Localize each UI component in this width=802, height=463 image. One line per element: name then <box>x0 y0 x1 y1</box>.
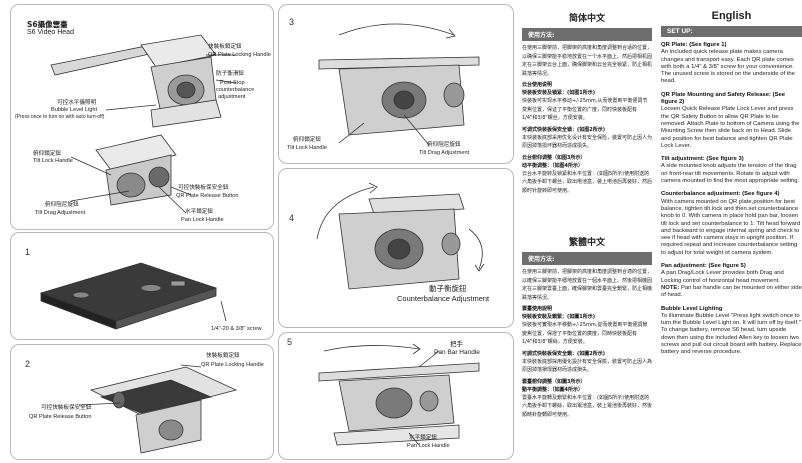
panel-5-pan: 5 把手 Pan Bar Handle 水平鎖定鈕 Pan Lock Handl… <box>278 332 514 460</box>
simplified-banner: 使用方法: <box>522 28 652 41</box>
traditional-title: 繁體中文 <box>568 238 605 248</box>
label-post-stop-en3: adjustment <box>218 94 246 100</box>
label-p2-qr-release-cn: 可控快裝板保安全鈕 <box>41 405 92 411</box>
english-tilt-text: A side mounted knob adjusts the tension … <box>661 163 800 185</box>
column-english: English SET UP: QR Plate: (See figure 1)… <box>661 0 802 463</box>
counterbalance-illustration <box>316 182 485 290</box>
english-tilt-heading: Tilt adjustment: (See figure 3) <box>661 156 744 163</box>
panel-4-counterbalance: 4 動子衡旋鈕 Counterbalance Adjustment <box>278 168 514 328</box>
panel-main-title-cn: S6攝像雲臺 <box>27 20 68 29</box>
label-p5-bar-en: Pan Bar Handle <box>434 349 480 356</box>
english-mount-text: Loosen Quick Release Plate Lock Lever an… <box>661 106 800 149</box>
tilt-illustration <box>318 23 480 146</box>
english-note: NOTE: Pan bar handle can be mounted on e… <box>661 285 802 300</box>
traditional-s4-heading: 動平衡調整：（如圖4所示） <box>522 386 583 393</box>
english-note-text: Pan bar handle can be mounted on either … <box>661 284 802 299</box>
panel-3-tilt: 3 俯仰鎖定鈕 Tilt Lock Handle 俯仰阻尼旋鈕 Tilt Dra… <box>278 4 514 164</box>
label-tilt-drag-cn: 俯仰阻尼旋鈕 <box>45 202 79 208</box>
english-counterbalance-text: With camera mounted on QR plate,position… <box>661 198 801 256</box>
english-pan-heading: Pan adjustment: (See figure 5) <box>661 263 746 270</box>
simplified-s1-text: 快装板可实现水平移动+/-25mm,从而使置到平衡便调节变焦位置，保证了平衡位置… <box>522 98 648 121</box>
english-mount-heading: QR Plate Mounting and Safety Release: (S… <box>661 91 786 106</box>
english-note-label: NOTE: <box>661 284 680 291</box>
label-p3-tilt-drag-cn: 俯仰阻尼旋鈕 <box>427 142 461 148</box>
english-pan-text: A pan Drag/Lock Lever provides both Drag… <box>661 270 784 284</box>
label-qr-release-cn: 可控快裝板保安全鈕 <box>178 185 229 191</box>
traditional-s1-heading: 快裝板安裝及鎖緊：(如圖1所示) <box>522 314 596 320</box>
panel-1-number: 1 <box>25 247 31 257</box>
label-p2-qr-lock-cn: 快裝板鎖定鈕 <box>206 353 240 359</box>
label-qr-lock-cn: 快裝板鎖定鈕 <box>208 44 242 50</box>
simplified-title: 简体中文 <box>568 14 605 24</box>
label-p2-qr-release-en: QR Plate Release Button <box>29 414 92 420</box>
label-tilt-lock-en: Tilt Lock Handle <box>33 158 73 164</box>
traditional-section-head: 雲臺使用說明 <box>522 306 553 312</box>
label-post-stop-en1: Post-Stop <box>220 80 245 86</box>
qr-release-illustration <box>78 364 238 454</box>
simplified-s4-text: 云台水平旋转及锁紧和水平位置：(如图5所示)使用附送的六角扳手卸下螺丝，取出电池… <box>522 170 652 194</box>
label-qr-lock-en: QR Plate Locking Handle <box>208 52 271 58</box>
panel-4-number: 4 <box>289 213 295 223</box>
simplified-s2-heading: 可调式快装板保安全锁：(如图2所示) <box>522 126 606 133</box>
qr-plate-illustration <box>39 262 227 330</box>
label-bubble-cn: 可控水平儀照明 <box>57 100 97 106</box>
traditional-intro: 在使用三腳架前，把腳架的高度和角度調整到合適的位置，以確保三腳架能平穩地放置在一… <box>522 269 652 301</box>
traditional-s4-text: 雲臺水平旋轉及鎖緊和水平位置：(如圖5所示)使用附送的六角扳手卸下螺絲，取出電池… <box>522 394 652 418</box>
simplified-s1-heading: 快装板安装及锁紧：(如图1所示) <box>522 90 596 96</box>
label-p4-cw-en: Counterbalance Adjustment <box>397 294 490 303</box>
label-p4-cw-cn: 動子衡旋鈕 <box>429 284 467 293</box>
english-bubble-text: To illuminate Bubble Level "Press light … <box>661 312 802 356</box>
column-traditional-chinese: 繁體中文 使用方法: 在使用三腳架前，把腳架的高度和角度調整到合適的位置，以確保… <box>522 231 652 463</box>
simplified-s3-heading: 云台俯仰调整（如图3所示） <box>522 154 586 161</box>
panel-3-number: 3 <box>289 17 295 27</box>
english-banner: SET UP: <box>661 26 802 37</box>
label-p3-tilt-lock-cn: 俯仰鎖定鈕 <box>293 137 321 143</box>
simplified-s2-text: 本快装板底部采用优化设计有安全保险，装置可防止因人为原因掉落损坏器材而造成损失。 <box>522 134 652 150</box>
label-p5-pan-lock-en: Pan Lock Handle <box>407 443 450 449</box>
english-title: English <box>711 10 752 22</box>
label-p3-tilt-drag-en: Tilt Drag Adjustment <box>419 150 470 156</box>
simplified-section-head: 云台使用说明 <box>522 82 553 88</box>
label-screw-size: 1/4"-20 & 3/8" screw <box>211 326 262 332</box>
label-qr-release-en: QR Plate Release Button <box>176 193 239 199</box>
panel-2-qr-release: 2 快裝板鎖定鈕 QR Plate Locking Handle 可控快裝板保安… <box>10 344 274 460</box>
label-tilt-lock-cn: 俯仰鎖定鈕 <box>33 151 61 157</box>
label-p3-tilt-lock-en: Tilt Lock Handle <box>287 145 327 151</box>
label-p2-qr-lock-en: QR Plate Locking Handle <box>201 362 264 368</box>
pan-illustration <box>318 343 480 446</box>
label-post-stop-en2: counterbalance <box>216 87 255 93</box>
english-counterbalance-heading: Counterbalance adjustment: (See figure 4… <box>661 191 780 198</box>
traditional-s1-text: 快裝板可實現水平移動+/-25mm,從而使置到平衡便調節變焦位置，保證了平衡位置… <box>522 322 648 345</box>
simplified-s4-heading: 动平衡调整：（如图4所示） <box>522 162 583 169</box>
label-bubble-en1: Bubble Level Light <box>51 107 98 113</box>
label-bubble-en2: (Press once to turn on with auto turn-of… <box>15 114 105 120</box>
traditional-banner: 使用方法: <box>522 252 652 265</box>
label-post-stop-cn: 防子衡滑鈕 <box>216 71 244 77</box>
simplified-intro: 在使用三脚架前，把脚架的高度和角度调整到合适的位置，以确保三脚架能平稳地放置在一… <box>522 45 652 77</box>
english-qr-heading: QR Plate: (See figure 1) <box>661 42 727 48</box>
traditional-s2-text: 本快裝板底部採用優化設計有安全保險，裝置可防止因人為原因掉落損壞器材而造成損失。 <box>522 358 652 374</box>
english-bubble-heading: Bubble Level Lighting <box>661 305 723 312</box>
column-simplified-chinese: 简体中文 使用方法: 在使用三脚架前，把脚架的高度和角度调整到合适的位置，以确保… <box>522 0 652 463</box>
label-pan-lock-en: Pan Lock Handle <box>181 217 224 223</box>
traditional-s2-heading: 可調式快裝板保安全鎖：(如圖2所示) <box>522 350 606 357</box>
head-illustration-main <box>50 34 237 214</box>
panel-main-title-en: S6 Video Head <box>27 29 74 36</box>
panel-5-number: 5 <box>287 337 293 347</box>
label-pan-lock-cn: 水平鎖定鈕 <box>185 209 213 215</box>
english-qr-text: An included quick release plate makes ca… <box>661 49 795 85</box>
panel-2-number: 2 <box>25 359 31 369</box>
panel-1-qr-plate: 1 1/4"-20 & 3/8" screw <box>10 232 274 340</box>
label-p5-pan-lock-cn: 水平鎖定鈕 <box>409 435 437 441</box>
label-tilt-drag-en: Tilt Drag Adjustment <box>35 210 86 216</box>
traditional-s3-heading: 雲臺俯仰調整（如圖3所示） <box>522 378 586 385</box>
panel-main-head: S6攝像雲臺 S6 Video Head 快裝板鎖定鈕 QR Plate Loc… <box>10 4 274 230</box>
label-p5-bar-cn: 把手 <box>450 340 463 348</box>
